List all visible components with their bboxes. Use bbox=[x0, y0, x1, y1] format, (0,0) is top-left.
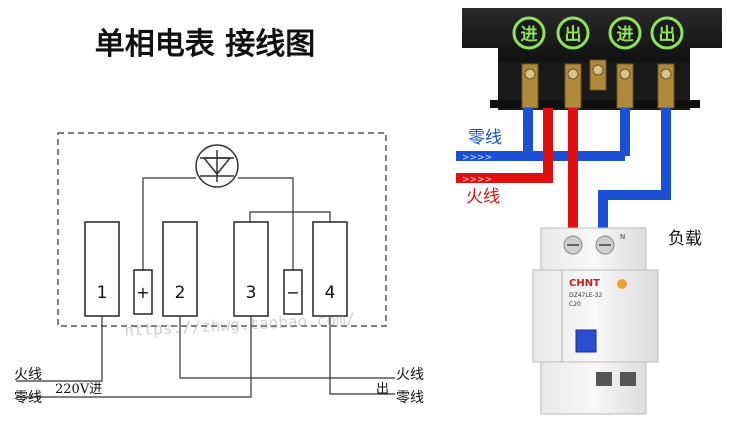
terminal-plus: + bbox=[133, 269, 153, 315]
terminal-3: 3 bbox=[233, 221, 269, 317]
live-flow-marks: >>>> bbox=[462, 175, 492, 185]
terminal-3-label: 3 bbox=[246, 283, 257, 303]
badge-in-1: 进 bbox=[512, 16, 546, 50]
photo-wires bbox=[456, 108, 671, 232]
photo-live-label: 火线 bbox=[466, 187, 500, 207]
left-neutral-label: 零线 bbox=[14, 390, 42, 406]
breaker-brand: CHNT bbox=[569, 278, 600, 289]
badge-in-1-text: 进 bbox=[521, 25, 538, 45]
diagram-title: 单相电表 接线图 bbox=[95, 27, 315, 62]
badge-out-1: 出 bbox=[556, 16, 590, 50]
terminal-4: 4 bbox=[312, 221, 348, 317]
badge-out-2-text: 出 bbox=[659, 24, 676, 45]
badge-out-1-text: 出 bbox=[565, 24, 582, 45]
breaker-test-button bbox=[617, 279, 627, 289]
terminal-2-label: 2 bbox=[175, 283, 186, 303]
terminal-plus-label: + bbox=[136, 283, 149, 302]
right-live-label: 火线 bbox=[396, 367, 424, 383]
circuit-breaker: N CHNT DZ47LE-32 C20 bbox=[532, 227, 659, 415]
photo-neutral-label: 零线 bbox=[468, 128, 502, 148]
neutral-flow-marks: >>>> bbox=[462, 153, 492, 163]
badge-in-2-text: 进 bbox=[617, 25, 634, 45]
meter-base bbox=[462, 8, 722, 110]
terminal-2: 2 bbox=[162, 221, 198, 317]
terminal-1-label: 1 bbox=[97, 283, 108, 303]
external-wiring bbox=[16, 316, 395, 398]
rectifier-symbol bbox=[195, 144, 239, 188]
left-live-label: 火线 bbox=[14, 367, 42, 383]
terminal-4-label: 4 bbox=[325, 283, 336, 303]
terminal-minus: − bbox=[283, 269, 303, 315]
right-out-label: 出 bbox=[376, 382, 389, 397]
badge-in-2: 进 bbox=[608, 16, 642, 50]
meter-screw-terminals bbox=[521, 59, 675, 109]
breaker-toggle bbox=[575, 329, 597, 353]
load-label: 负载 bbox=[668, 229, 702, 249]
badge-out-2: 出 bbox=[650, 16, 684, 50]
internal-wiring bbox=[142, 177, 331, 270]
breaker-model: DZ47LE-32 bbox=[569, 292, 602, 299]
breaker-n-label: N bbox=[620, 233, 625, 241]
right-neutral-label: 零线 bbox=[396, 390, 424, 406]
terminal-1: 1 bbox=[84, 221, 120, 317]
left-in-label: 220V进 bbox=[55, 382, 102, 397]
terminal-minus-label: − bbox=[286, 283, 299, 302]
meter-enclosure bbox=[57, 132, 387, 327]
breaker-rating: C20 bbox=[569, 301, 581, 308]
